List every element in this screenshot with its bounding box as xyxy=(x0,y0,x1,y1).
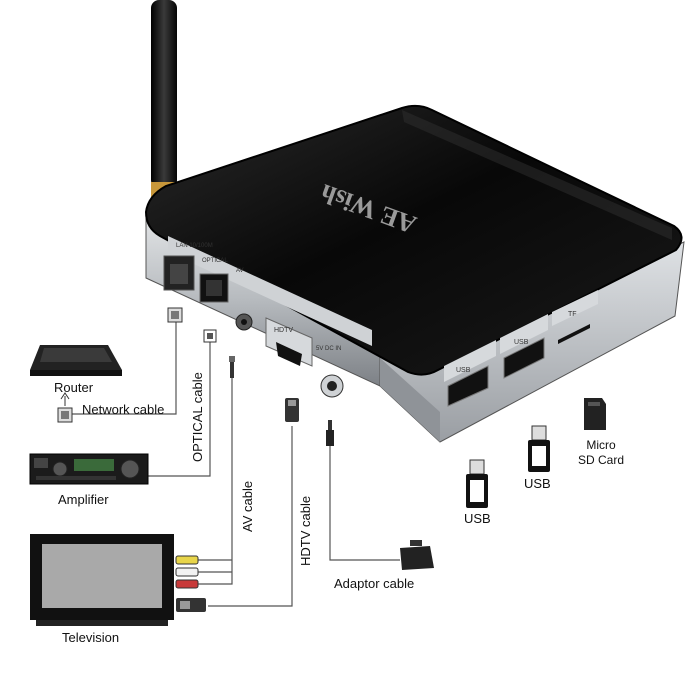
television-icon xyxy=(30,534,174,626)
usb-label-b: USB xyxy=(524,476,551,491)
network-cable-label: Network cable xyxy=(82,402,165,417)
optical-plug-icon xyxy=(203,329,217,343)
av-rca-plugs-icon xyxy=(175,555,199,589)
hdtv-cable-line xyxy=(208,426,293,607)
lan-port: LAN 10/100M xyxy=(163,243,213,291)
dc-in-port: 5V DC IN xyxy=(316,346,344,398)
dc-plug-icon xyxy=(326,420,334,446)
optical-cable-line xyxy=(146,340,211,477)
svg-text:AV: AV xyxy=(236,268,244,274)
amplifier-icon xyxy=(29,453,149,485)
optical-port: OPTICAL xyxy=(199,258,229,303)
av-cable-label: AV cable xyxy=(240,480,255,532)
usb-stick-b-icon xyxy=(528,425,550,472)
hdtv-plug-icon xyxy=(285,398,299,422)
micro-sd-label: Micro SD Card xyxy=(578,438,625,467)
micro-sd-icon xyxy=(584,398,606,430)
hdtv-cable-label: HDTV cable xyxy=(298,495,313,566)
av-plug-icon xyxy=(229,356,235,378)
power-adaptor-icon xyxy=(400,540,434,570)
svg-text:TF: TF xyxy=(568,311,577,318)
android-tv-box: AE Wish LAN 10/100M OPTICAL AV HDTV xyxy=(144,104,685,443)
hdtv-tv-plug-icon xyxy=(176,598,206,612)
adaptor-cable-label: Adaptor cable xyxy=(334,576,415,591)
svg-text:OPTICAL: OPTICAL xyxy=(202,258,228,264)
av-cable-line xyxy=(198,370,233,585)
cable-lines xyxy=(72,322,400,607)
svg-text:LAN 10/100M: LAN 10/100M xyxy=(176,243,213,249)
router-label: Router xyxy=(54,380,94,395)
svg-text:USB: USB xyxy=(456,367,471,374)
router-icon xyxy=(30,345,122,376)
svg-text:USB: USB xyxy=(514,339,529,346)
network-cable-line xyxy=(72,322,177,415)
usb-port-1: USB xyxy=(444,340,496,407)
optical-cable-label: OPTICAL cable xyxy=(190,372,205,462)
antenna xyxy=(151,0,177,198)
network-plug-icon xyxy=(167,307,183,323)
av-port: AV xyxy=(235,268,253,331)
svg-text:5V DC IN: 5V DC IN xyxy=(316,346,341,352)
hdtv-port: HDTV xyxy=(265,317,313,367)
usb-port-2: USB xyxy=(500,314,548,379)
usb-stick-a-icon xyxy=(466,459,488,508)
tf-slot: TF xyxy=(552,290,598,344)
amplifier-label: Amplifier xyxy=(58,492,109,507)
adaptor-cable-line xyxy=(329,446,400,561)
network-connector-icon xyxy=(57,392,73,423)
television-label: Television xyxy=(62,630,120,645)
usb-label-a: USB xyxy=(464,511,491,526)
svg-text:HDTV: HDTV xyxy=(274,327,293,334)
